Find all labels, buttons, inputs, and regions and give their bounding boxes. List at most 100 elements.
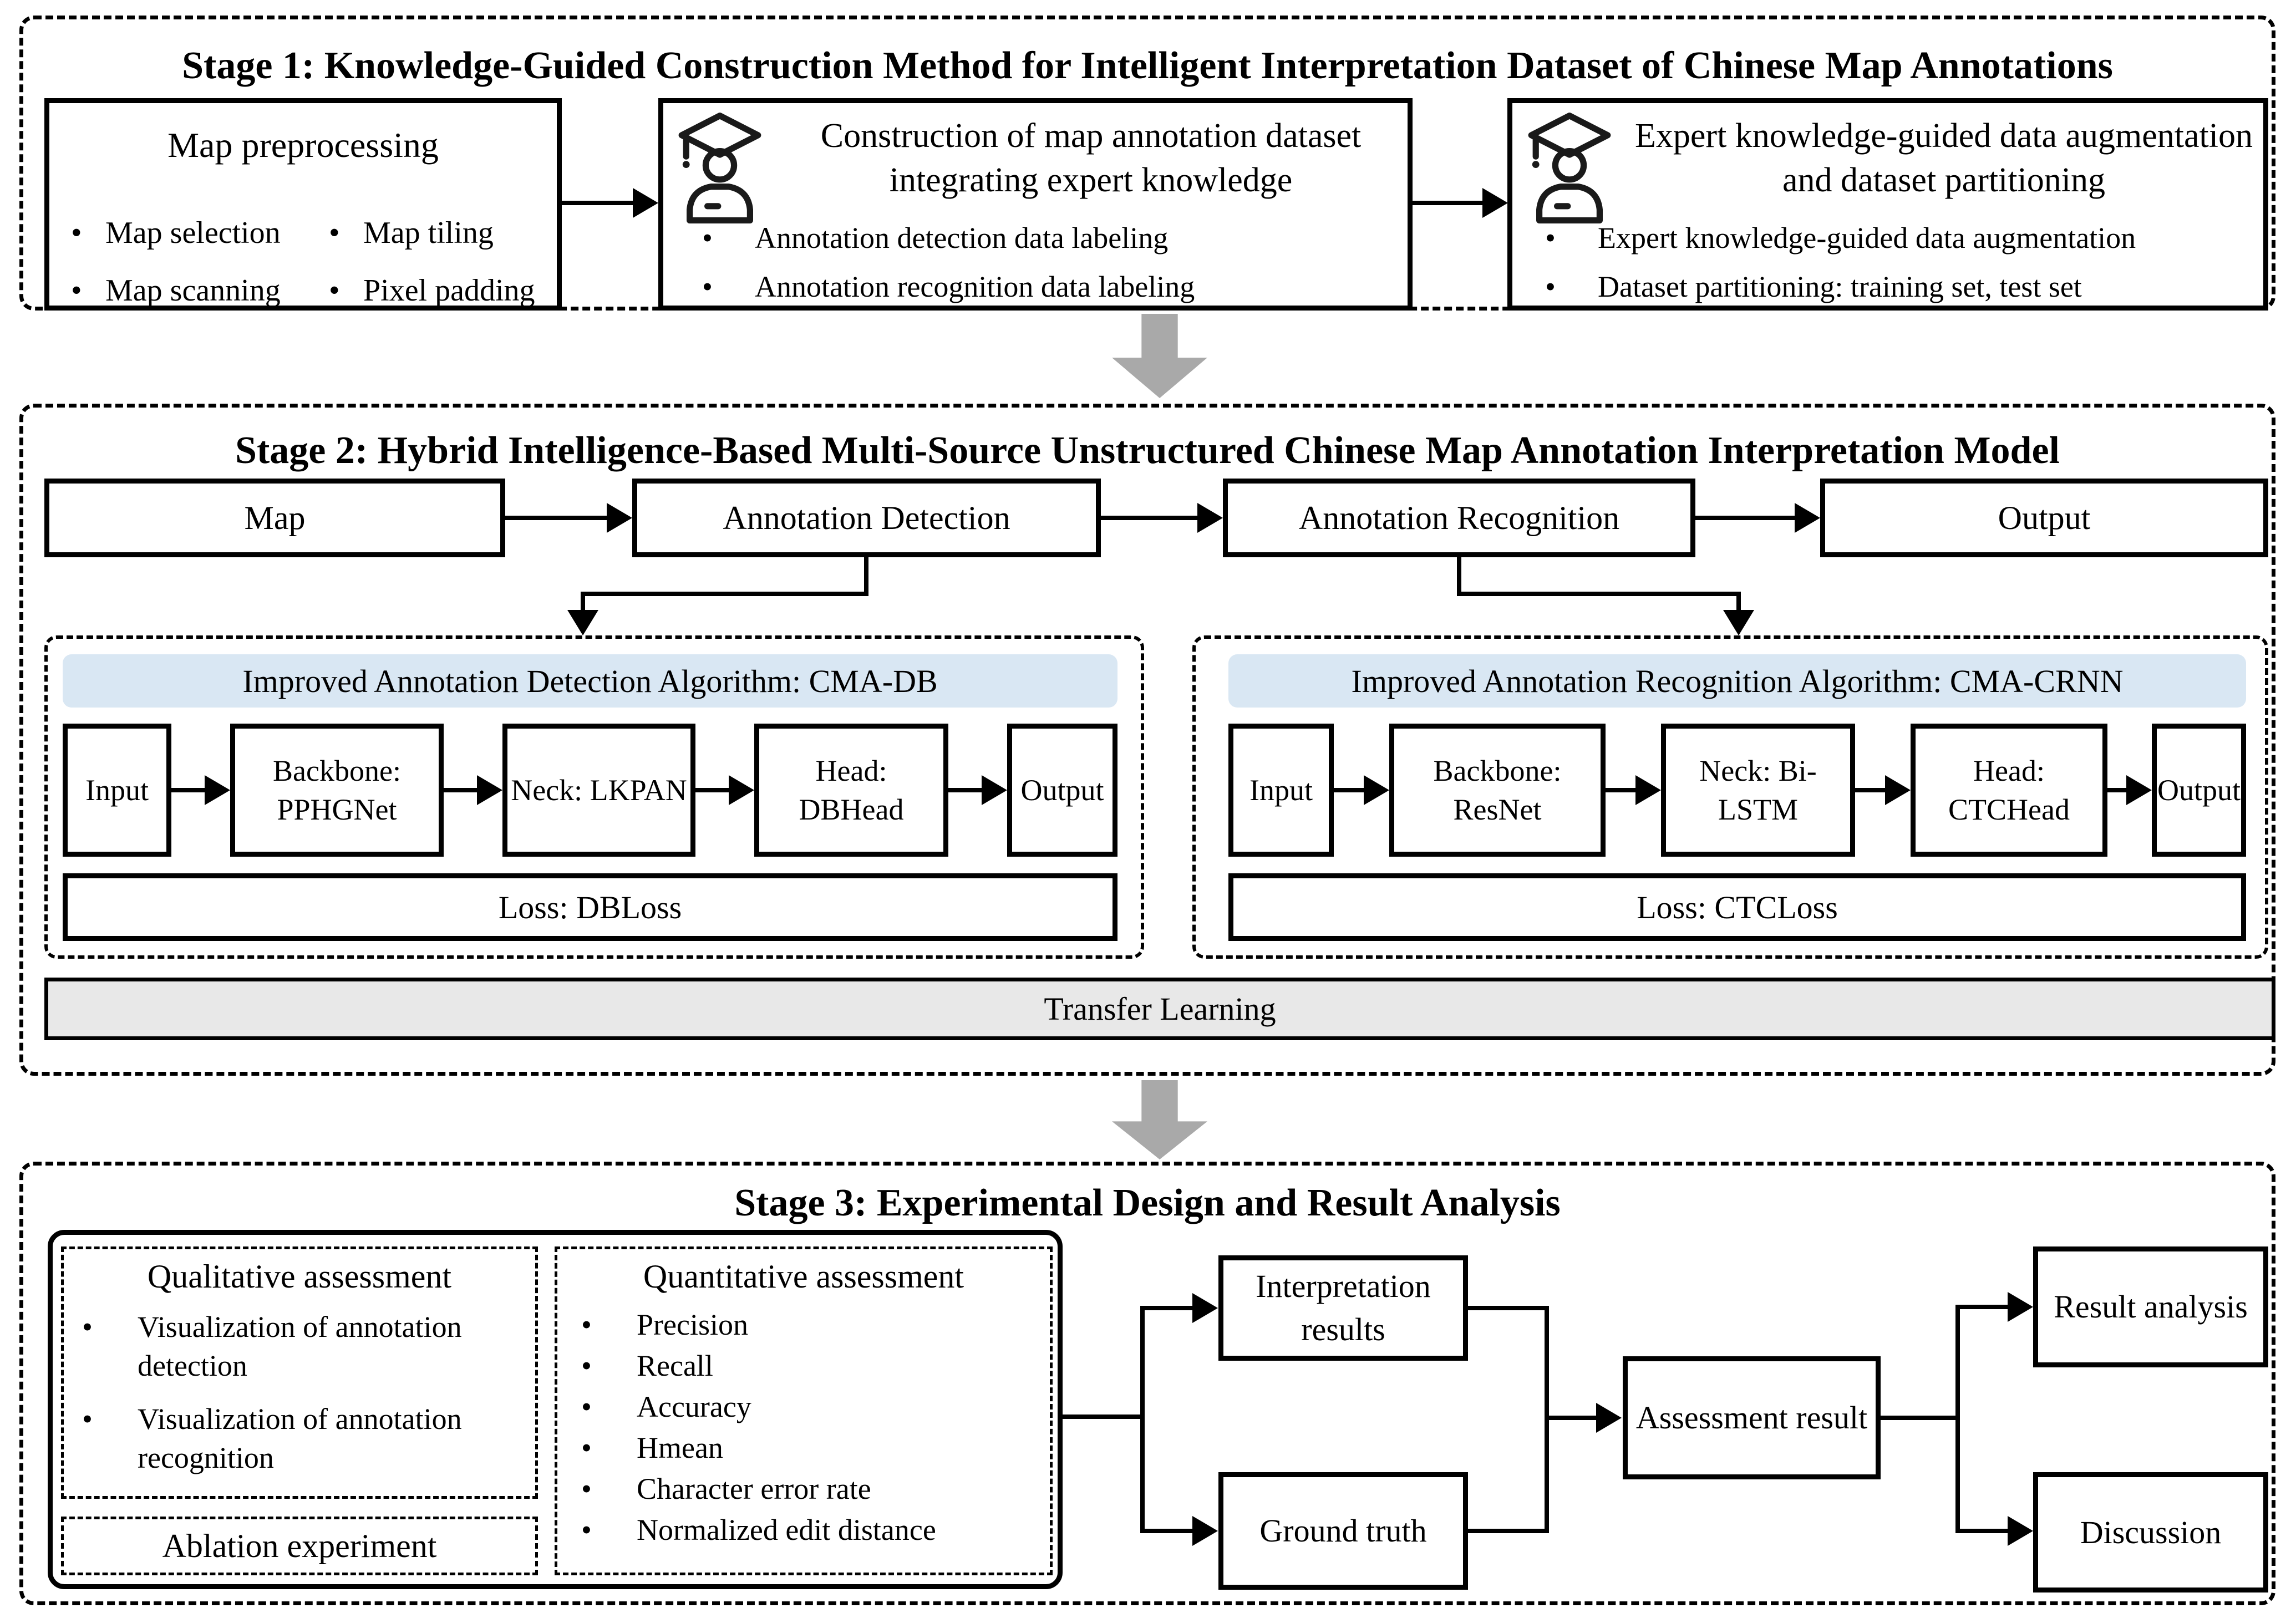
bullet-text: Recall: [637, 1349, 713, 1382]
pipeline-label: Head: CTCHead: [1948, 754, 2070, 826]
rec-backbone-box: Backbone: ResNet: [1389, 724, 1606, 857]
connector-line: [1955, 1529, 2009, 1533]
list-item: Map scanning: [71, 273, 329, 308]
pipeline-label: Backbone: PPHGNet: [273, 754, 401, 826]
list-item: Accuracy: [571, 1386, 1043, 1427]
list-item: Hmean: [571, 1427, 1043, 1468]
bullet-text: Precision: [637, 1308, 748, 1341]
interpretation-results-box: Interpretation results: [1218, 1255, 1468, 1361]
connector-line: [1413, 201, 1484, 205]
result-analysis-box: Result analysis: [2033, 1246, 2268, 1367]
arrow-right-icon: [607, 503, 632, 533]
assessment-result-box: Assessment result: [1623, 1356, 1881, 1479]
ablation-label: Ablation experiment: [162, 1527, 437, 1564]
header-label: Improved Annotation Detection Algorithm:…: [242, 663, 938, 699]
list-item: Pixel padding: [329, 273, 537, 308]
arrow-right-icon: [1192, 1516, 1218, 1546]
cma-crnn-header: Improved Annotation Recognition Algorith…: [1228, 654, 2246, 708]
qualitative-bullets: Visualization of annotation detection Vi…: [72, 1307, 521, 1492]
bullet-text: Map tiling: [363, 216, 494, 250]
pipeline-label: Neck: Bi-LSTM: [1699, 754, 1817, 826]
connector-line: [695, 788, 730, 792]
rec-loss-bar: Loss: CTCLoss: [1228, 873, 2246, 941]
connector-line: [1606, 788, 1637, 792]
bullet-text: Visualization of annotation detection: [138, 1310, 462, 1382]
bullet-text: Accuracy: [637, 1390, 751, 1423]
stage2-title: Stage 2: Hybrid Intelligence-Based Multi…: [235, 429, 2060, 472]
flow-label: Output: [1998, 499, 2091, 536]
rec-neck-box: Neck: Bi-LSTM: [1661, 724, 1855, 857]
connector-line: [562, 201, 634, 205]
pipeline-label: Input: [1249, 774, 1313, 807]
connector-line: [581, 592, 585, 614]
connector-line: [1140, 1306, 1193, 1310]
connector-line: [1063, 1415, 1145, 1419]
bullet-text: Annotation detection data labeling: [755, 221, 1169, 255]
connector-line: [1468, 1529, 1549, 1533]
connector-line: [1457, 557, 1461, 596]
ablation-box: Ablation experiment: [61, 1517, 538, 1575]
list-item: Map selection: [71, 215, 329, 251]
arrow-down-icon: [567, 610, 598, 635]
flow-annotation-detection-box: Annotation Detection: [632, 479, 1101, 557]
box-label: Assessment result: [1635, 1400, 1868, 1436]
list-item: Normalized edit distance: [571, 1509, 1043, 1550]
arrow-right-icon: [982, 775, 1007, 805]
stage3-title: Stage 3: Experimental Design and Result …: [734, 1182, 1561, 1224]
pipeline-label: Output: [2157, 774, 2241, 807]
connector-line: [1695, 516, 1795, 520]
connector-line: [948, 788, 983, 792]
augmentation-bullets: Expert knowledge-guided data augmentatio…: [1537, 213, 2264, 311]
flow-annotation-recognition-box: Annotation Recognition: [1223, 479, 1695, 557]
connector-line: [1140, 1529, 1193, 1533]
det-loss-bar: Loss: DBLoss: [63, 873, 1117, 941]
connector-line: [1736, 592, 1741, 614]
list-item: Expert knowledge-guided data augmentatio…: [1537, 213, 2264, 262]
arrow-down-icon: [1723, 610, 1754, 635]
flow-label: Annotation Detection: [723, 499, 1010, 536]
cma-db-header: Improved Annotation Detection Algorithm:…: [63, 654, 1117, 708]
det-backbone-box: Backbone: PPHGNet: [230, 724, 444, 857]
arrow-right-icon: [2008, 1292, 2033, 1322]
arrow-right-icon: [2126, 775, 2152, 805]
list-item: Visualization of annotation detection: [72, 1307, 521, 1385]
arrow-right-icon: [1482, 188, 1508, 218]
bullet-text: Expert knowledge-guided data augmentatio…: [1598, 221, 2136, 255]
construction-bullets: Annotation detection data labeling Annot…: [694, 213, 1404, 311]
connector-line: [1545, 1416, 1597, 1420]
arrow-right-icon: [1795, 503, 1820, 533]
augmentation-title: Expert knowledge-guided data augmentatio…: [1635, 117, 2253, 199]
connector-line: [2107, 788, 2127, 792]
bullet-text: Hmean: [637, 1431, 723, 1464]
ground-truth-box: Ground truth: [1218, 1472, 1468, 1590]
list-item: Annotation recognition data labeling: [694, 262, 1404, 311]
det-output-box: Output: [1007, 724, 1117, 857]
loss-label: Loss: DBLoss: [498, 889, 682, 925]
connector-line: [581, 592, 868, 596]
list-item: Map tiling: [329, 215, 537, 251]
bullet-text: Map selection: [105, 216, 281, 250]
flow-label: Annotation Recognition: [1298, 499, 1620, 536]
list-item: Annotation detection data labeling: [694, 213, 1404, 262]
bullet-text: Map scanning: [105, 273, 281, 308]
box-label: Discussion: [2080, 1514, 2222, 1550]
arrow-right-icon: [1596, 1403, 1622, 1433]
graduate-icon: [678, 113, 761, 223]
box-label: Result analysis: [2054, 1289, 2248, 1325]
connector-line: [1468, 1306, 1549, 1310]
connector-line: [1101, 516, 1198, 520]
flow-output-box: Output: [1820, 479, 2268, 557]
qualitative-title: Qualitative assessment: [147, 1258, 452, 1295]
stage-transition-arrow-icon: [1112, 314, 1207, 398]
arrow-right-icon: [1364, 775, 1389, 805]
bullet-text: Visualization of annotation recognition: [138, 1402, 462, 1474]
bullet-text: Pixel padding: [363, 273, 535, 308]
connector-line: [1140, 1306, 1145, 1532]
transfer-learning-bar: Transfer Learning: [44, 978, 2275, 1040]
bullet-text: Character error rate: [637, 1472, 871, 1505]
arrow-right-icon: [1885, 775, 1911, 805]
arrow-right-icon: [633, 188, 658, 218]
construction-title: Construction of map annotation dataset i…: [820, 117, 1362, 199]
pipeline-label: Input: [85, 774, 149, 807]
graduate-icon: [1528, 113, 1611, 223]
